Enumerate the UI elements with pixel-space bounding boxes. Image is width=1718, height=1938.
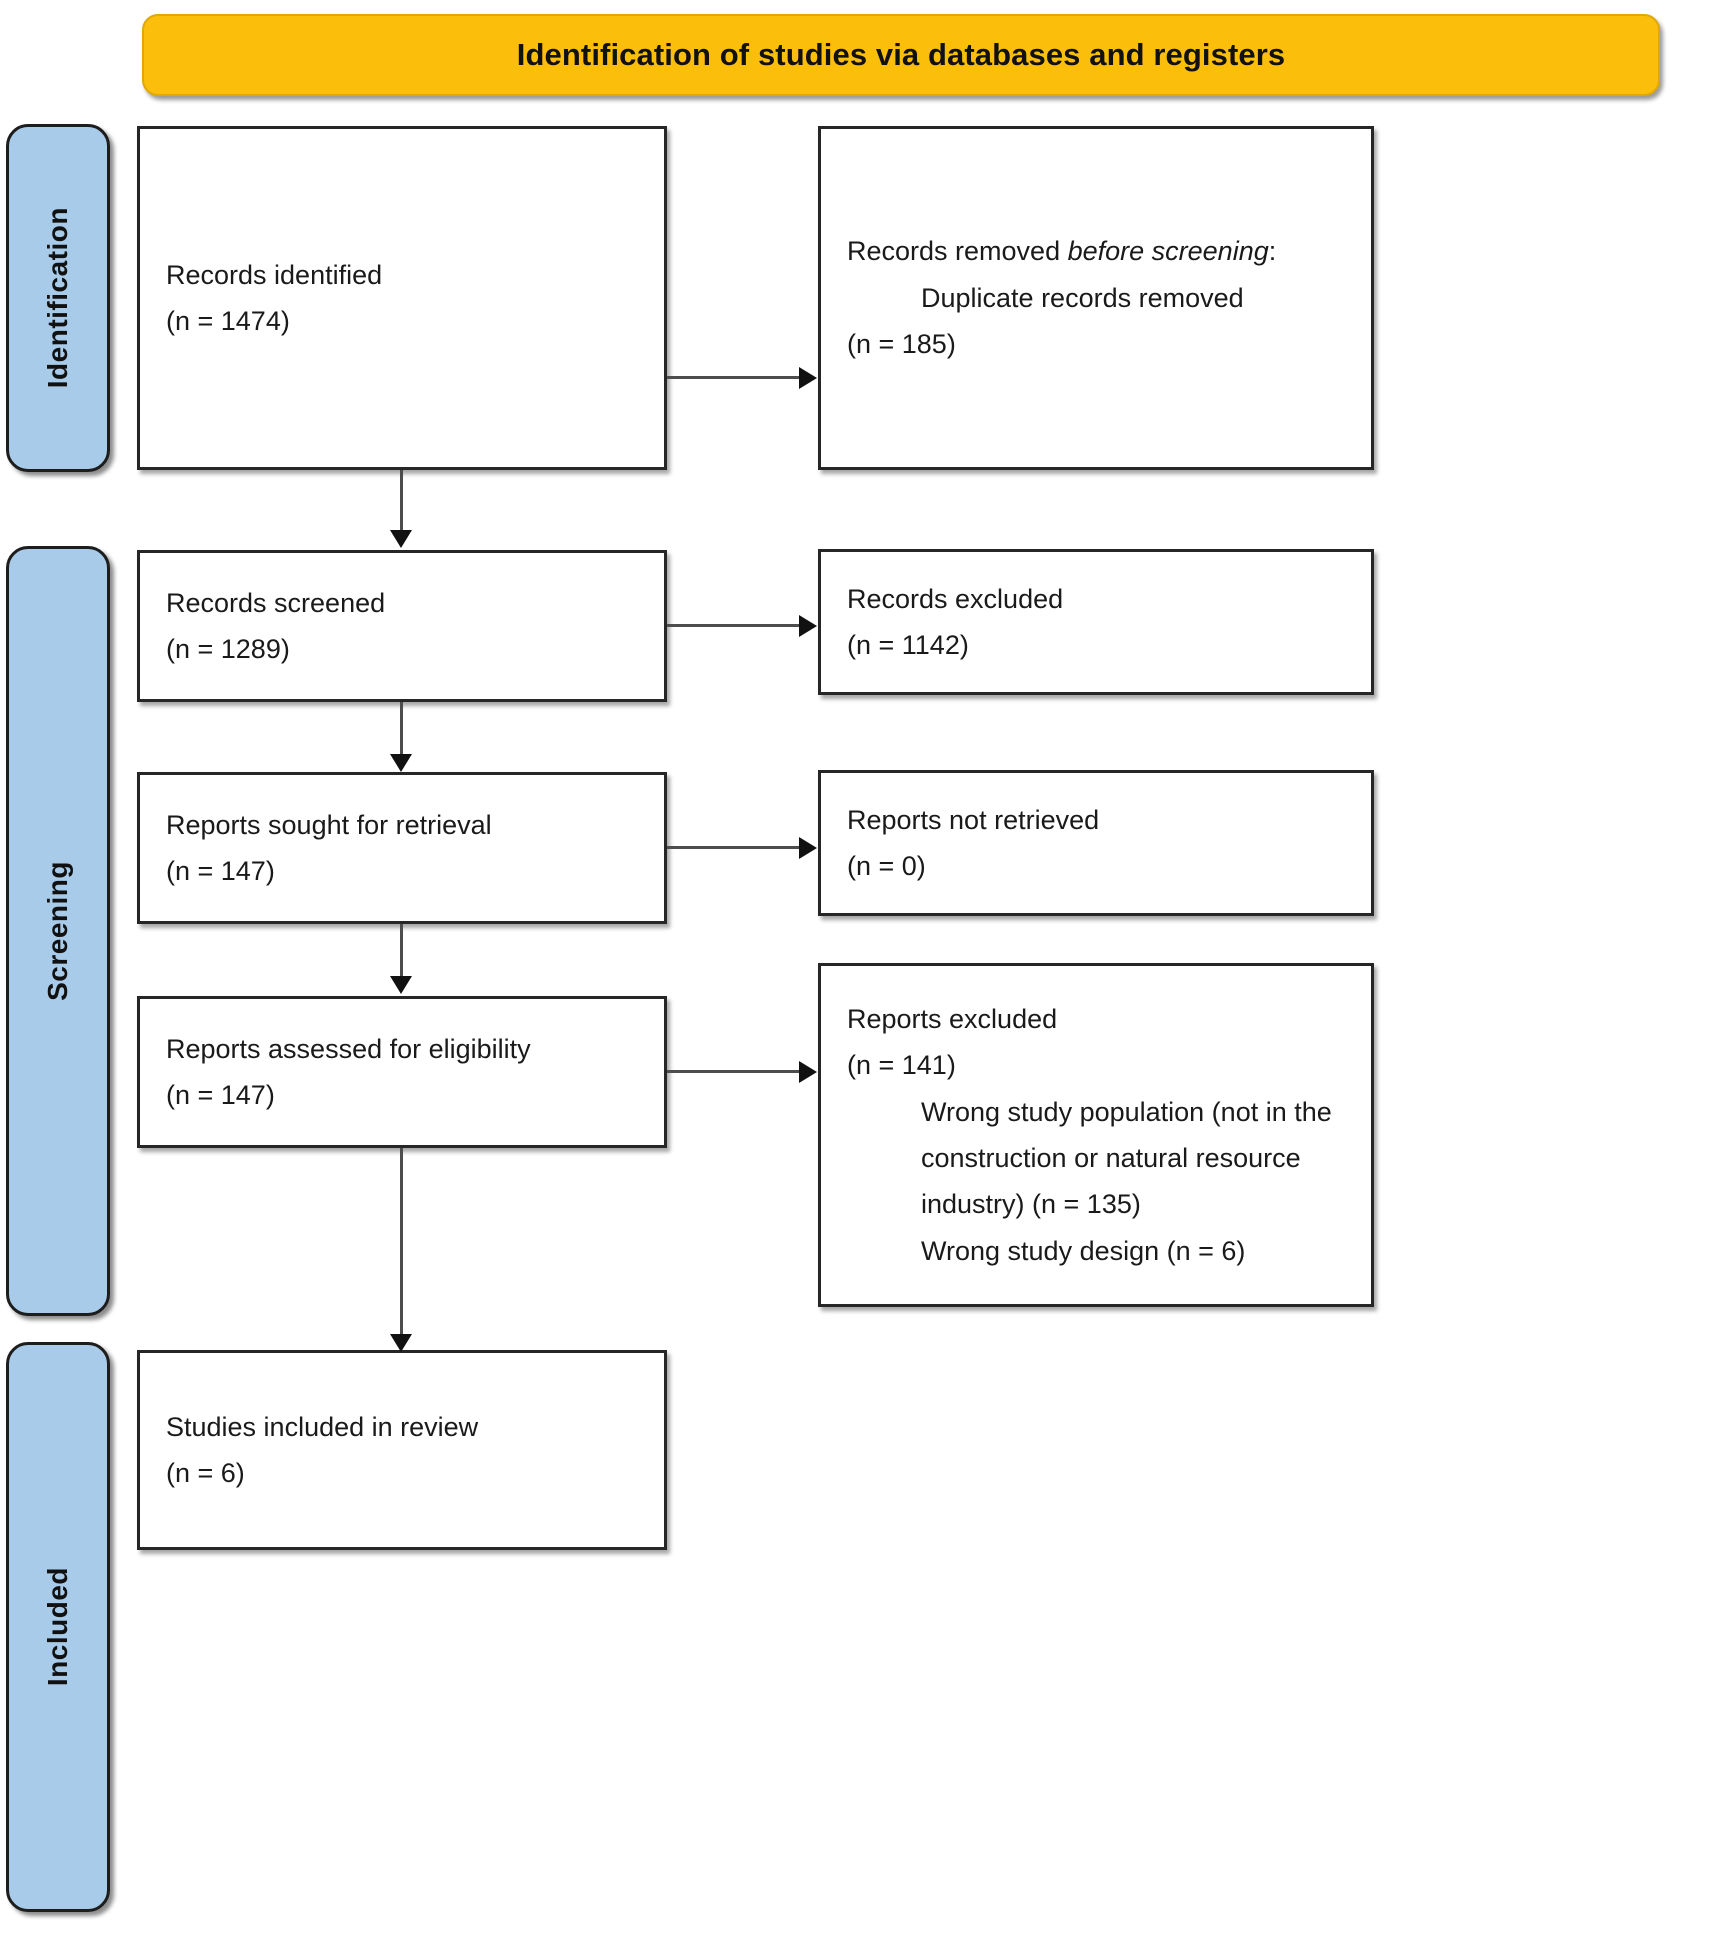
reports-not-retrieved-count: (n = 0) [847,851,926,881]
reports-sought-label: Reports sought for retrieval [166,809,492,840]
reports-excluded-label: Reports excluded [847,1003,1058,1034]
stage-label-included-text: Included [42,1567,73,1687]
records-excluded-label: Records excluded [847,583,1064,614]
reports-excluded-count: (n = 141) [847,1050,956,1081]
records-removed-heading-prefix: Records removed [847,236,1068,267]
stage-label-screening-text: Screening [42,861,73,1001]
records-removed-heading: Records removed before screening: [847,228,1345,274]
records-removed-heading-suffix: : [1268,236,1277,267]
stage-label-identification: Identification [6,124,110,472]
reports-sought-count: (n = 147) [166,856,275,886]
box-reports-assessed-for-eligibility: Reports assessed for eligibility (n = 14… [137,996,667,1148]
arrow-identified-to-screened [390,530,412,548]
connector-identified-to-screened [400,470,403,532]
diagram-title: Identification of studies via databases … [516,37,1286,72]
arrow-assessed-to-included [390,1334,412,1352]
box-records-identified: Records identified (n = 1474) [137,126,667,470]
arrow-screened-to-sought [390,754,412,772]
box-reports-not-retrieved: Reports not retrieved (n = 0) [818,770,1374,916]
connector-assessed-to-reports-excluded [667,1070,801,1073]
reports-assessed-label: Reports assessed for eligibility [166,1033,531,1064]
records-screened-count: (n = 1289) [166,634,290,664]
connector-screened-to-excluded [667,624,801,627]
records-identified-label: Records identified [166,259,383,290]
reports-excluded-reason-1-line-3: industry) (n = 135) [921,1189,1141,1220]
stage-label-identification-text: Identification [42,207,73,389]
box-records-screened: Records screened (n = 1289) [137,550,667,702]
reports-excluded-reason-1-line-2: construction or natural resource [921,1143,1301,1173]
connector-sought-to-not-retrieved [667,846,801,849]
reports-excluded-reason-1-line-1: Wrong study population (not in the [921,1096,1332,1127]
stage-label-screening: Screening [6,546,110,1316]
studies-included-count: (n = 6) [166,1458,245,1488]
box-reports-excluded: Reports excluded (n = 141) Wrong study p… [818,963,1374,1307]
arrow-sought-to-not-retrieved [799,837,817,859]
records-screened-label: Records screened [166,587,386,618]
box-records-removed-before-screening: Records removed before screening: Duplic… [818,126,1374,470]
stage-label-included: Included [6,1342,110,1912]
reports-excluded-reason-2: Wrong study design (n = 6) [921,1235,1246,1266]
records-identified-count: (n = 1474) [166,306,290,336]
reports-not-retrieved-label: Reports not retrieved [847,804,1100,835]
records-removed-heading-italic: before screening [1067,236,1269,267]
arrow-screened-to-excluded [799,615,817,637]
connector-screened-to-sought [400,702,403,756]
box-records-excluded: Records excluded (n = 1142) [818,549,1374,695]
diagram-header-banner: Identification of studies via databases … [142,14,1660,96]
connector-identified-to-removed [667,376,801,379]
box-reports-sought-for-retrieval: Reports sought for retrieval (n = 147) [137,772,667,924]
duplicate-records-removed-label: Duplicate records removed [921,282,1244,313]
records-excluded-count: (n = 1142) [847,630,969,660]
connector-sought-to-assessed [400,924,403,978]
connector-assessed-to-included [400,1148,403,1336]
duplicate-records-removed-count: (n = 185) [847,329,956,360]
studies-included-label: Studies included in review [166,1411,479,1442]
reports-assessed-count: (n = 147) [166,1080,275,1110]
box-studies-included-in-review: Studies included in review (n = 6) [137,1350,667,1550]
arrow-identified-to-removed [799,367,817,389]
arrow-assessed-to-reports-excluded [799,1061,817,1083]
arrow-sought-to-assessed [390,976,412,994]
